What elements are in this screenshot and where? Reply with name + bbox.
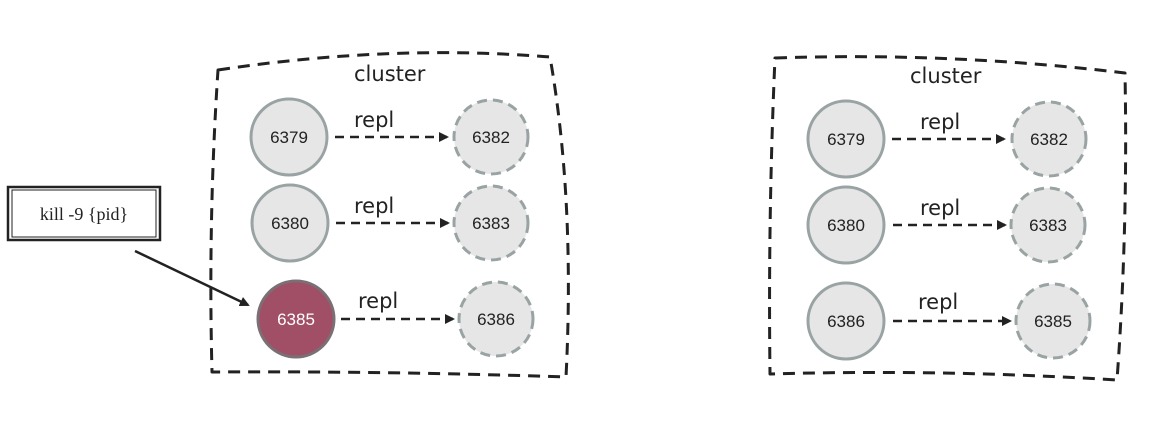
slave-node-port: 6383	[472, 214, 510, 233]
cluster-before: cluster repl 6379 6382 repl 6380 6383 re…	[209, 51, 570, 379]
cluster-after: cluster repl 6379 6382 repl 6380 6383 re…	[768, 55, 1128, 382]
slave-node	[457, 280, 535, 358]
replica-pair-6380: repl 6380 6383	[806, 185, 1087, 265]
failed-master-node-port: 6385	[277, 310, 315, 329]
slave-node-port: 6382	[1030, 130, 1068, 149]
slave-node-port: 6385	[1034, 312, 1072, 331]
repl-label: repl	[358, 289, 398, 313]
slave-node	[1010, 100, 1088, 178]
slave-node-port: 6382	[472, 128, 510, 147]
command-pointer-arrow	[134, 249, 250, 307]
repl-label: repl	[920, 196, 960, 220]
slave-node	[1009, 186, 1087, 264]
promoted-master-node	[806, 281, 886, 361]
replica-pair-6379: repl 6379 6382	[806, 99, 1088, 179]
repl-label: repl	[920, 110, 960, 134]
master-node	[249, 97, 329, 177]
repl-label: repl	[918, 290, 958, 314]
repl-label: repl	[354, 108, 394, 132]
promoted-master-node-port: 6386	[827, 312, 865, 331]
replica-pair-6379: repl 6379 6382	[249, 97, 530, 177]
slave-node-port: 6386	[477, 310, 515, 329]
cluster-before-boundary	[209, 51, 570, 379]
slave-node	[452, 98, 530, 176]
master-node	[806, 185, 886, 265]
command-box	[6, 185, 162, 242]
master-node-port: 6380	[271, 214, 309, 233]
master-node	[806, 99, 886, 179]
repl-label: repl	[354, 194, 394, 218]
replica-pair-6385: repl 6385 6386	[256, 279, 535, 359]
master-node-port: 6380	[827, 216, 865, 235]
cluster-after-label: cluster	[910, 64, 982, 88]
kill-command-callout: kill -9 {pid}	[6, 185, 250, 307]
master-node-port: 6379	[827, 130, 865, 149]
failed-master-node	[256, 279, 336, 359]
command-text: kill -9 {pid}	[40, 204, 128, 224]
slave-node	[452, 184, 530, 262]
replica-pair-6380: repl 6380 6383	[250, 183, 530, 263]
replica-pair-6386: repl 6386 6385	[806, 281, 1092, 361]
slave-node	[1014, 282, 1092, 360]
slave-node-port: 6383	[1029, 216, 1067, 235]
command-box-inner	[11, 189, 157, 238]
master-node	[250, 183, 330, 263]
cluster-before-label: cluster	[354, 62, 426, 86]
master-node-port: 6379	[270, 128, 308, 147]
